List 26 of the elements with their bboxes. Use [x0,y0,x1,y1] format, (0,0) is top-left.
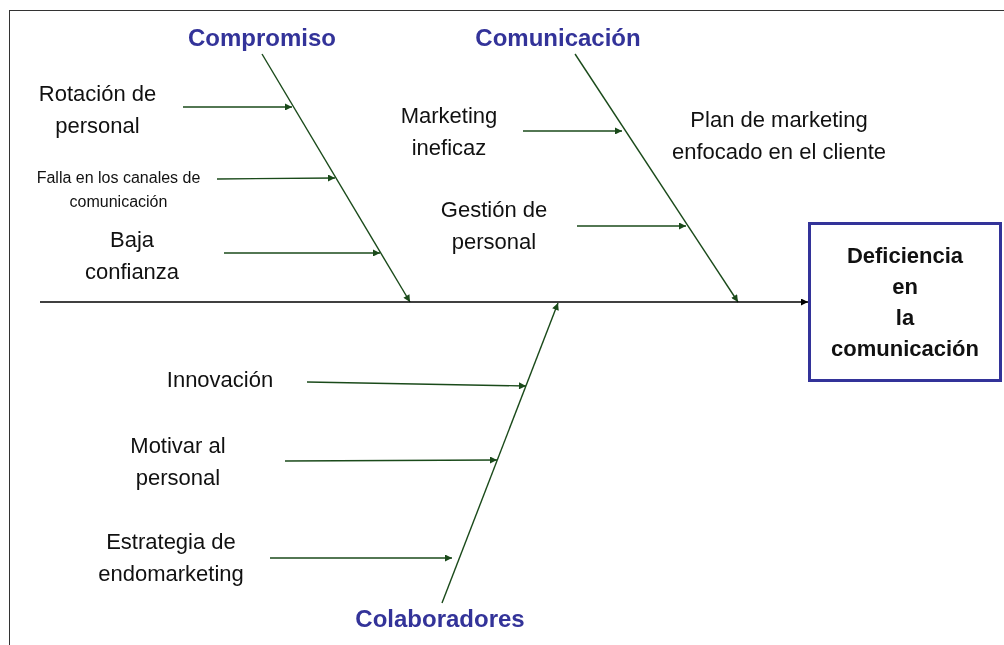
arrow [574,53,739,303]
arrow [284,456,498,464]
cause-label: Rotación de personal [37,80,158,140]
category-heading: Compromiso [188,24,336,52]
cause-label: Estrategia de endomarketing [97,528,245,588]
note-text: Plan de marketing enfocado en el cliente [670,106,888,166]
cause-label: Baja confianza [83,226,181,286]
arrow [39,298,809,306]
arrow [223,249,381,257]
arrow [306,381,527,390]
arrow [441,302,559,604]
effect-box [808,222,1002,382]
arrow [576,222,687,230]
cause-label: Falla en los canales de comunicación [35,168,202,212]
cause-label: Innovación [166,366,274,394]
category-heading: Colaboradores [355,605,525,633]
arrow [522,127,623,135]
effect-text: Deficiencia en la comunicación [831,242,979,363]
arrow [269,554,453,562]
cause-label: Marketing ineficaz [399,102,499,162]
cause-label: Motivar al personal [129,432,227,492]
cause-label: Gestión de personal [439,196,549,256]
arrow [182,103,293,111]
category-heading: Comunicación [475,24,641,52]
arrow [261,53,411,303]
arrow [216,174,336,182]
